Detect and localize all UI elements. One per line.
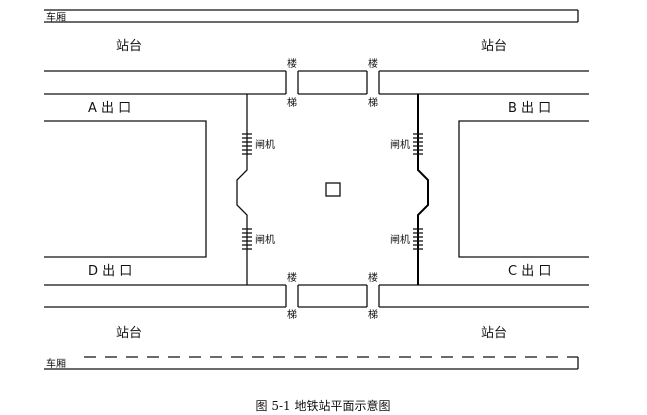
gate-label-left-upper: 闸机 bbox=[255, 138, 275, 151]
gate-ticks-right-upper bbox=[413, 133, 423, 155]
exit-a-label: A 出 口 bbox=[88, 101, 131, 116]
exit-a-d-block bbox=[44, 120, 207, 258]
gate-label-left-lower: 闸机 bbox=[255, 233, 275, 246]
exit-b-c-block bbox=[458, 120, 589, 258]
gate-ticks-left-lower bbox=[242, 228, 252, 250]
gate-ticks-right-lower bbox=[413, 228, 423, 250]
gate-label-right-lower: 闸机 bbox=[390, 233, 410, 246]
exit-b-label: B 出 口 bbox=[508, 101, 551, 116]
platform-label-bottom-right: 站台 bbox=[481, 326, 507, 341]
platform-label-bottom-left: 站台 bbox=[116, 326, 142, 341]
stair-label-bottom-right-lower: 梯 bbox=[368, 308, 378, 321]
stair-label-bottom-left-upper: 楼 bbox=[287, 271, 297, 284]
gate-label-right-upper: 闸机 bbox=[390, 138, 410, 151]
bottom-corridor bbox=[44, 284, 589, 308]
right-gate-wall bbox=[417, 94, 429, 285]
bottom-carriage-label: 车厢 bbox=[46, 357, 66, 370]
figure-caption: 图 5-1 地铁站平面示意图 bbox=[256, 398, 391, 413]
platform-label-top-left: 站台 bbox=[116, 39, 142, 54]
stair-label-top-left-upper: 楼 bbox=[287, 57, 297, 70]
top-corridor bbox=[44, 70, 589, 95]
stair-label-bottom-right-upper: 楼 bbox=[368, 271, 378, 284]
stair-label-top-right-upper: 楼 bbox=[368, 57, 378, 70]
stair-label-top-right-lower: 梯 bbox=[368, 96, 378, 109]
left-gate-wall bbox=[236, 94, 248, 285]
platform-label-top-right: 站台 bbox=[481, 39, 507, 54]
exit-c-label: C 出 口 bbox=[508, 264, 551, 279]
top-carriage-label: 车厢 bbox=[46, 11, 66, 24]
stair-label-bottom-left-lower: 梯 bbox=[287, 308, 297, 321]
gate-ticks-left-upper bbox=[242, 133, 252, 155]
central-box bbox=[325, 182, 341, 197]
exit-d-label: D 出 口 bbox=[88, 264, 132, 279]
stair-label-top-left-lower: 梯 bbox=[287, 96, 297, 109]
